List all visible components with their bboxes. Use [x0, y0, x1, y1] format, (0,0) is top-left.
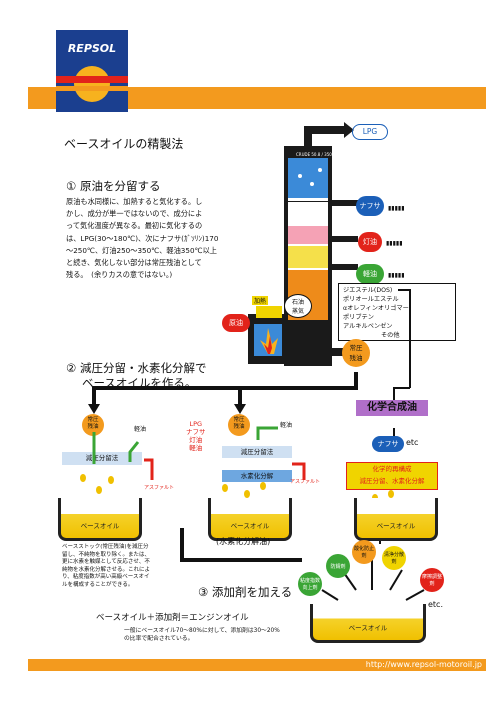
vessel-label: ベースオイル — [80, 522, 120, 530]
final-vessel: ベースオイル — [310, 604, 426, 643]
product-gasoil: 軽油 — [356, 264, 384, 284]
formula-note-line: 一般にベースオイル70〜80%に対して、添加剤は30〜20% — [124, 628, 280, 634]
additive-antiox: 酸化防止剤 — [352, 540, 376, 564]
synthetic-item: その他 — [381, 332, 400, 339]
left-arrows — [92, 432, 154, 480]
note-line: 純物を水素化分解させる。これによ — [62, 566, 151, 573]
left-vacuum-box: 減圧分留法 — [62, 452, 142, 465]
step1-title: ① 原油を分留する — [66, 179, 161, 193]
logo-text: REPSOL — [67, 42, 117, 55]
product-kerosene: 灯油 — [358, 232, 382, 252]
process-line: 減圧分留、水素化分解 — [359, 477, 425, 485]
note-line: ルを構成することができる。 — [62, 581, 134, 588]
logo-sun-icon — [74, 66, 110, 102]
footer-bar — [28, 659, 486, 671]
step1-line: 原油も水同様に、加熱すると気化する。し — [66, 197, 203, 206]
repsol-logo: REPSOL — [56, 30, 128, 112]
crude-label: 原油 — [222, 314, 250, 332]
additives-etc: etc. — [428, 600, 443, 609]
additive-detergent: 清浄分散剤 — [382, 546, 406, 570]
logo-stripe — [56, 76, 128, 83]
mid-vacuum-box: 減圧分留法 — [222, 446, 292, 458]
product-lpg: LPG — [352, 124, 388, 140]
synthetic-list: ジエステル(DOS) ポリオールエステル αオレフィンオリゴマー ポリブテン ア… — [338, 283, 456, 341]
note-line: 更に水素を触媒として反応させ、不 — [62, 559, 150, 565]
footer-url[interactable]: http://www.repsol-motoroil.jp — [365, 660, 482, 669]
mid-asphalt: アスファルト — [290, 479, 321, 485]
synthetic-naphtha: ナフサ — [372, 436, 404, 452]
tray-label-1: CRUDE 50.8 / 350°C — [296, 152, 337, 157]
note-line: ベースストック(常圧残油)を減圧分 — [62, 544, 149, 550]
step3-title: ③ 添加剤を加える — [198, 585, 293, 599]
step2-title-line1: ② 減圧分留・水素化分解で — [66, 361, 207, 375]
header-bar — [28, 87, 486, 109]
mid-product: LPG — [189, 420, 203, 428]
residue-label-line: 常圧 — [349, 344, 363, 352]
residue-label-line: 残油 — [349, 354, 363, 362]
synthetic-item: αオレフィンオリゴマー — [343, 305, 409, 312]
steam-label: 石油 — [291, 299, 304, 306]
step1-line: 〜250℃、灯油250〜350℃、軽油350℃以上 — [66, 245, 217, 255]
formula-note-line: の比率で配合されている。 — [124, 636, 194, 642]
additive-rust: 防錆剤 — [326, 554, 350, 578]
process-line: 化学的再構成 — [372, 465, 412, 473]
steam-bubble: 石油 蒸気 — [284, 294, 312, 318]
mid-residue: 常圧 残油 — [228, 414, 250, 436]
vessel-label: ベースオイル — [376, 522, 416, 530]
mid-product: 軽油 — [189, 444, 203, 452]
left-residue-line: 常圧 — [87, 417, 99, 423]
right-vessel: ベースオイル — [354, 498, 438, 541]
note-line: り、粘度指数が高い高級ベースオイ — [62, 574, 150, 580]
vessel-label: ベースオイル — [348, 624, 388, 632]
vessel-label: ベースオイル — [230, 522, 270, 530]
mid-vessel: ベースオイル — [208, 498, 292, 541]
residue-label: 常圧 残油 — [342, 339, 370, 367]
mid-residue-line: 残油 — [233, 424, 245, 430]
synthetic-title: 化学合成油 — [356, 400, 428, 416]
formula-note: 一般にベースオイル70〜80%に対して、添加剤は30〜20% の比率で配合されて… — [124, 627, 280, 643]
left-residue: 常圧 残油 — [82, 414, 104, 436]
left-residue-line: 残油 — [87, 424, 99, 430]
mid-product: ナフサ — [186, 428, 206, 436]
mid-arrows — [256, 426, 306, 480]
heat-label: 加熱 — [252, 296, 269, 305]
step1-line: って気化温度が異なる。最初に気化するの — [66, 221, 203, 231]
left-vessel: ベースオイル — [58, 498, 142, 541]
hydro-box: 水素化分解 — [222, 470, 292, 482]
mid-gasoil: 軽油 — [280, 422, 293, 429]
left-asphalt: アスファルト — [144, 485, 175, 491]
hydro-oil-label: (水素化分解油) — [216, 537, 271, 546]
step1-line: 残る。 (余りカスの意ではない。) — [66, 270, 173, 280]
synthetic-item: ポリブテン — [343, 314, 374, 321]
mid-residue-line: 常圧 — [233, 417, 245, 423]
step1-line: は、LPG(30〜180℃)、次にナフサ(ｶﾞｿﾘﾝ)170 — [66, 233, 219, 243]
synthetic-process: 化学的再構成 減圧分留、水素化分解 — [346, 462, 438, 490]
synthetic-item: ジエステル(DOS) — [343, 287, 393, 294]
mid-products: LPG ナフサ 灯油 軽油 — [186, 420, 206, 452]
product-naphtha: ナフサ — [356, 196, 384, 216]
basestock-note: ベースストック(常圧残油)を減圧分 留し、不純物を取り除く。または、 更に水素を… — [62, 544, 162, 589]
synthetic-item: ポリオールエステル — [343, 296, 399, 303]
steam-label: 蒸気 — [291, 308, 304, 315]
note-line: 留し、不純物を取り除く。または、 — [62, 551, 151, 558]
formula: ベースオイル＋添加剤＝エンジンオイル — [96, 613, 249, 623]
left-gasoil: 軽油 — [134, 424, 147, 433]
distillation-diagram — [248, 122, 358, 366]
additive-viscosity: 粘度指数向上剤 — [298, 572, 322, 596]
logo-stripe-2 — [56, 86, 128, 91]
step1-line: かし、成分が単一ではないので、成分によ — [66, 209, 203, 219]
additive-friction: 摩擦調整剤 — [420, 568, 444, 592]
synthetic-etc: etc — [406, 438, 419, 447]
mid-product: 灯油 — [189, 436, 203, 444]
synthetic-item: アルキルベンゼン — [343, 323, 393, 330]
step1-line: と続き、気化しない部分は常圧残油として — [66, 258, 202, 268]
page-title: ベースオイルの精製法 — [64, 137, 184, 151]
step1-text: 原油も水同様に、加熱すると気化する。し かし、成分が単一ではないので、成分によ … — [66, 196, 280, 281]
